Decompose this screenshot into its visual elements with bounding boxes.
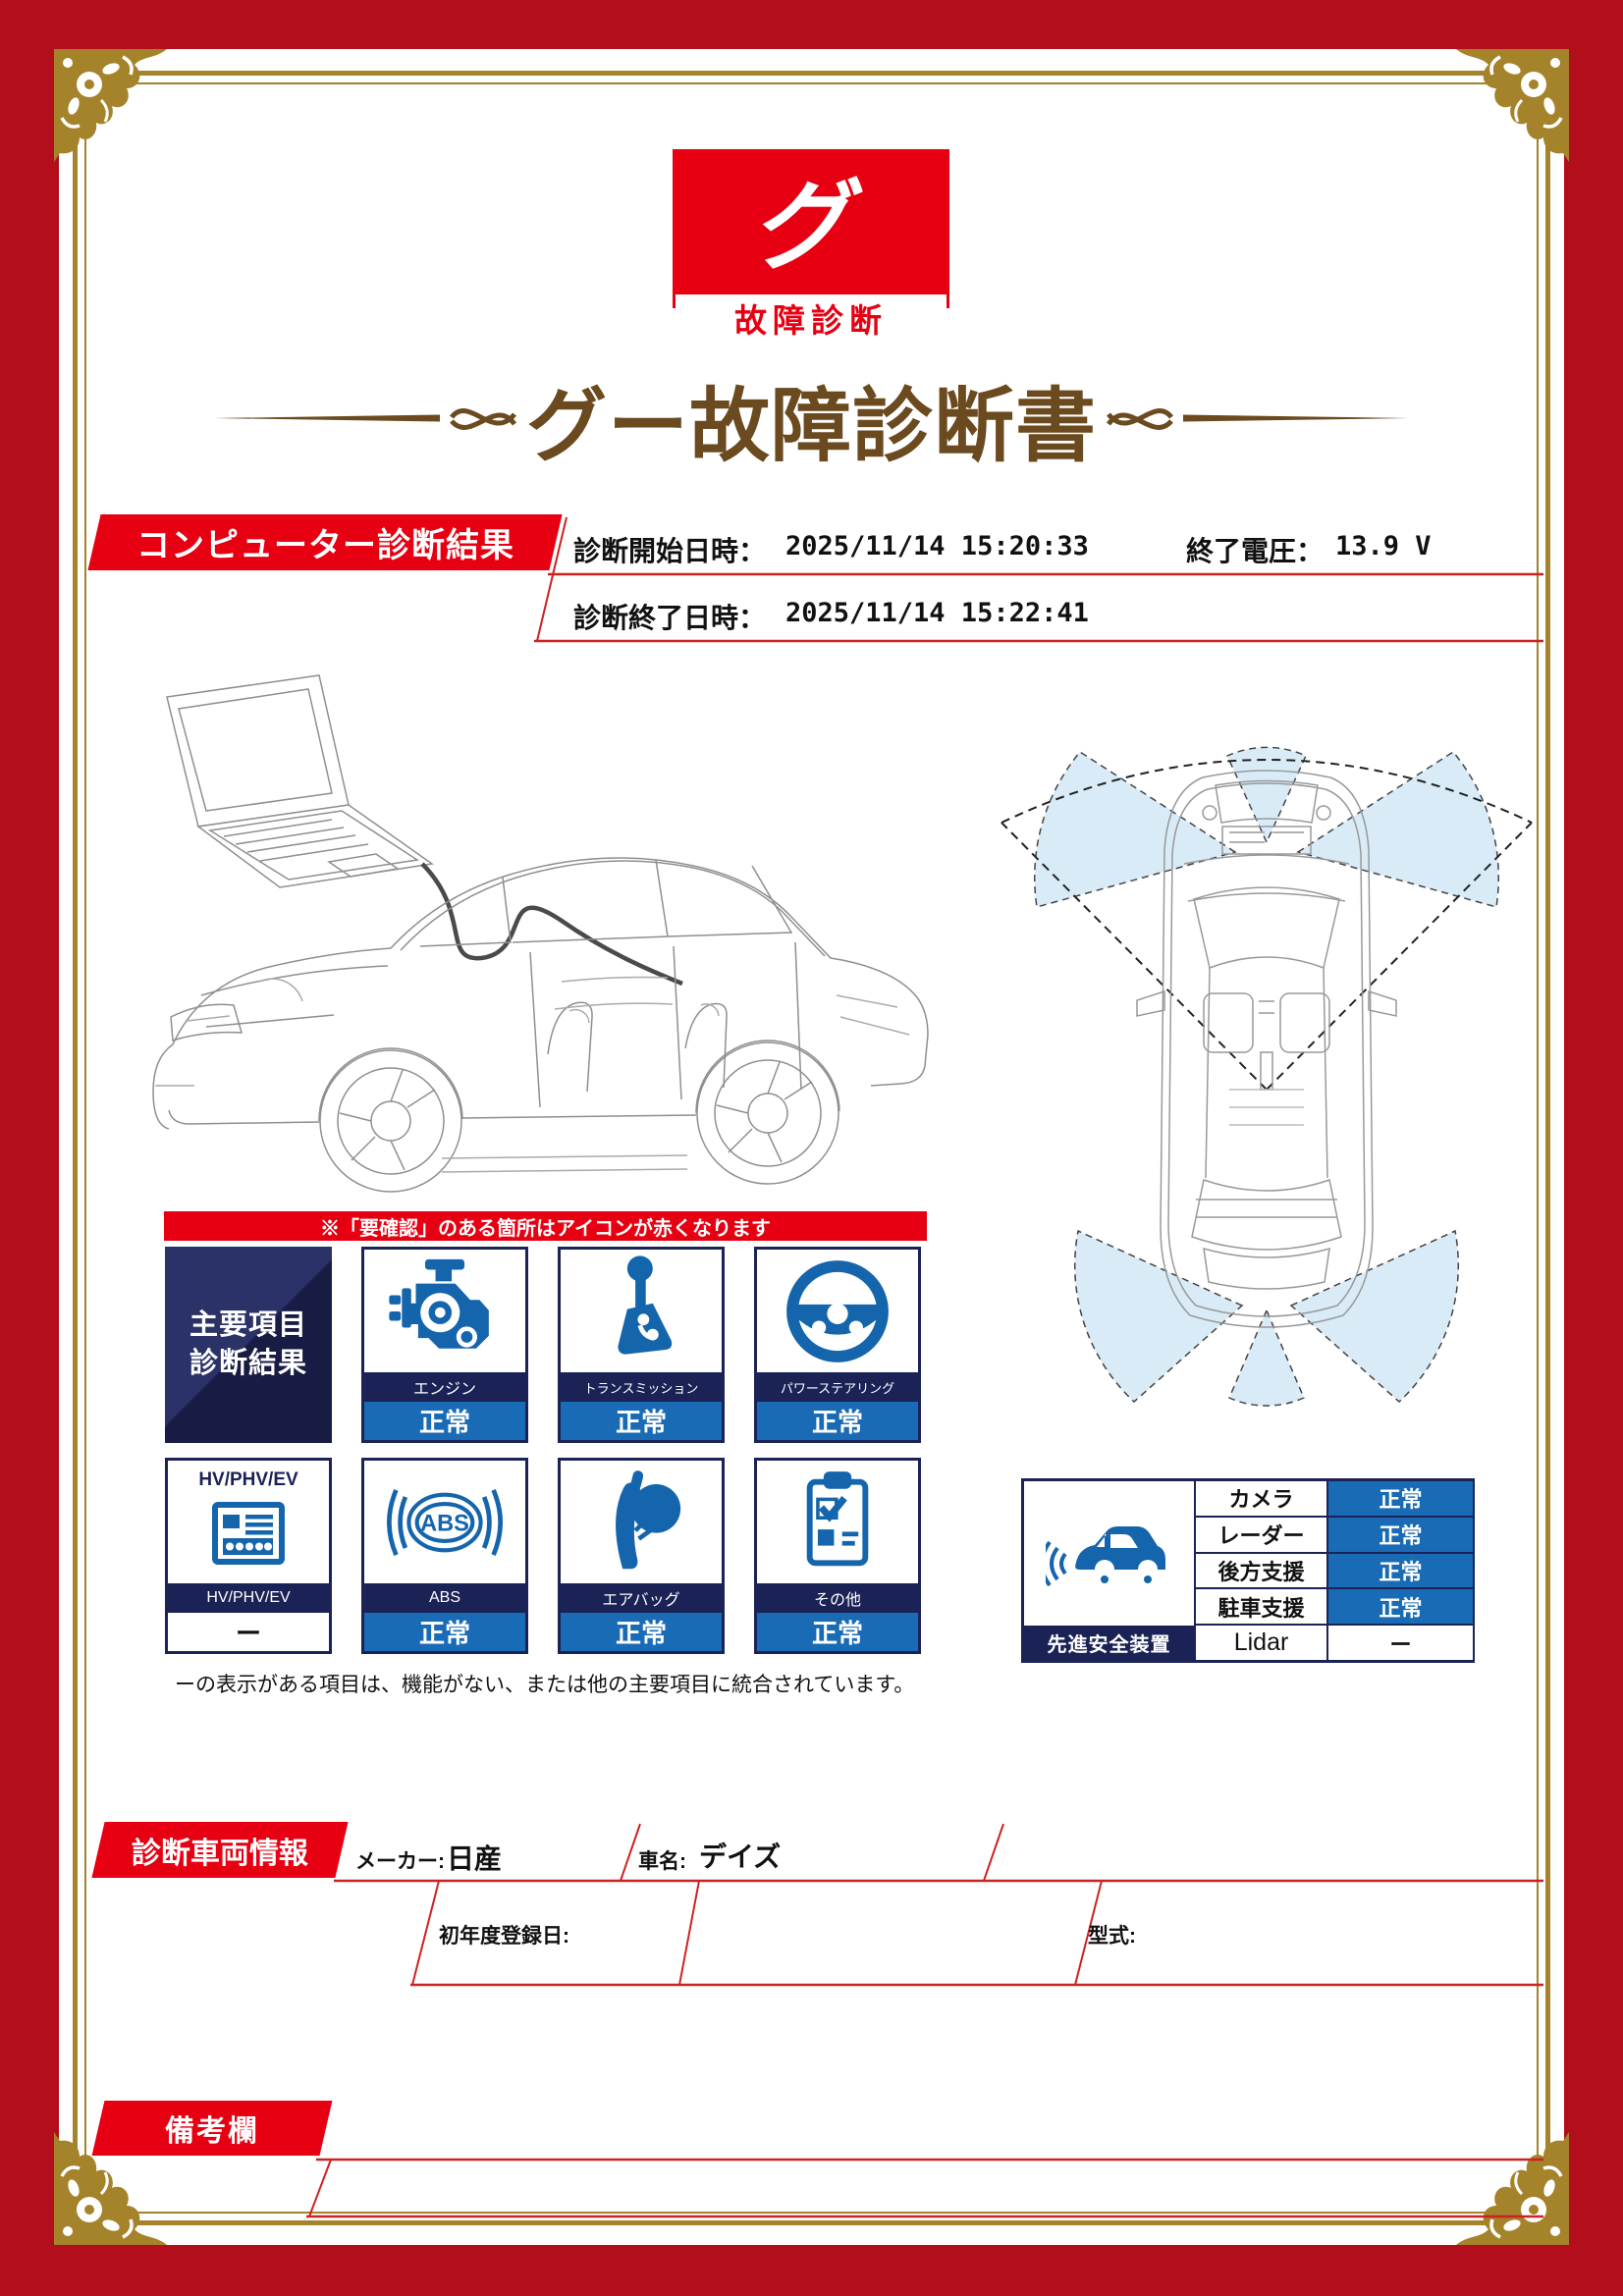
card-status: 正常 [561,1402,722,1440]
safety-row-status: ー [1328,1626,1473,1660]
safety-heading: 先進安全装置 [1024,1625,1194,1660]
maker-value: 日産 [447,1843,503,1874]
safety-row-status: 正常 [1328,1553,1473,1588]
end-voltage-label: 終了電圧： [1186,536,1325,566]
hv-card-title: HV/PHV/EV [198,1468,298,1490]
safety-row-status: 正常 [1328,1481,1473,1516]
card-label: エアバッグ [561,1583,722,1613]
paper-background [59,49,1564,2245]
card-status: 正常 [757,1613,918,1651]
gold-frame-inner [84,82,1539,2214]
diag-start-label: 診断開始日時： [573,536,767,566]
diagnosis-card-airbag: エアバッグ 正常 [558,1458,725,1654]
transmission-icon [618,1255,673,1355]
diag-start-value: 2025/11/14 15:20:33 [785,531,1089,561]
diagnosis-card-hv: HV/PHV/EV HV/PHV/EV ー [165,1458,332,1654]
airbag-icon [616,1469,681,1569]
card-status: 正常 [364,1402,525,1440]
car-topview-illustration [1001,746,1533,1407]
safety-row-label: 駐車支援 [1196,1589,1326,1625]
diag-end-label: 診断終了日時： [573,603,767,633]
car-laptop-illustration [152,674,929,1193]
title-row: グー故障診断書 [0,367,1623,471]
safety-row-status: 正常 [1328,1589,1473,1625]
title-rule-left-icon [213,414,440,422]
title-flourish-right-icon [1106,408,1173,430]
diagnosis-card-transmission: トランスミッション 正常 [558,1247,725,1443]
svg-text:ABS: ABS [420,1510,469,1535]
card-label: ABS [364,1583,525,1613]
car-name-value: デイズ [699,1842,782,1872]
vehicle-info-banner: 診断車両情報 [91,1822,349,1878]
diag-end-value: 2025/11/14 15:22:41 [785,598,1089,628]
corner-ornament-icon [1456,49,1569,162]
safety-row-label: 後方支援 [1196,1553,1326,1588]
goo-logo-mark-area: グ [676,152,947,294]
card-label: エンジン [364,1372,525,1402]
card-label: その他 [757,1583,918,1613]
maker-label: メーカー: [355,1850,445,1873]
car-name-label: 車名: [638,1850,686,1873]
safety-row-label: Lidar [1196,1626,1326,1660]
safety-car-icon [1045,1525,1165,1588]
goo-logo: グ 故障診断 [673,149,949,342]
end-voltage-value: 13.9 V [1335,531,1432,561]
engine-icon [389,1258,489,1349]
diagnosis-card-other: その他 正常 [754,1458,921,1654]
safety-row-label: レーダー [1196,1517,1326,1552]
safety-heading-cell: 先進安全装置 [1024,1481,1194,1660]
remarks-banner: 備考欄 [91,2101,333,2156]
card-label: トランスミッション [561,1372,722,1402]
corner-ornament-icon [54,49,167,162]
hv-icon [212,1501,285,1565]
safety-row-status: 正常 [1328,1517,1473,1552]
card-label: HV/PHV/EV [168,1583,329,1613]
first-registration-label: 初年度登録日: [439,1925,569,1948]
clipboard-icon [806,1470,869,1566]
notice-bar: ※「要確認」のある箇所はアイコンが赤くなります [164,1211,927,1241]
card-label: パワーステアリング [757,1372,918,1402]
title-flourish-left-icon [450,408,517,430]
grid-note: ーの表示がある項目は、機能がない、または他の主要項目に統合されています。 [175,1674,915,1696]
diagnosis-card-power-steering: パワーステアリング 正常 [754,1247,921,1443]
gold-frame-outer [73,71,1550,2225]
card-status: 正常 [757,1402,918,1440]
title-rule-right-icon [1183,414,1409,422]
safety-table: 先進安全装置 カメラ 正常 レーダー 正常 後方支援 正常 駐車支援 正常 Li… [1021,1478,1475,1663]
model-code-label: 型式: [1088,1925,1136,1948]
card-status: ー [168,1613,329,1651]
diagnosis-grid-row2: HV/PHV/EV HV/PHV/EV ー ABS [165,1458,921,1654]
diagnosis-card-abs: ABS ABS 正常 [361,1458,528,1654]
diagnosis-grid-row1: 主要項目診断結果 エンジン 正常 [165,1247,921,1443]
steering-wheel-icon [786,1259,889,1362]
goo-logo-caption: 故障診断 [676,294,947,342]
page-title: グー故障診断書 [525,381,1097,471]
grid-heading-card: 主要項目診断結果 [165,1247,332,1443]
card-status: 正常 [561,1613,722,1651]
safety-row-label: カメラ [1196,1481,1326,1516]
card-status: 正常 [364,1613,525,1651]
abs-icon: ABS [387,1488,503,1556]
corner-ornament-icon [54,2132,167,2245]
diagnosis-card-engine: エンジン 正常 [361,1247,528,1443]
